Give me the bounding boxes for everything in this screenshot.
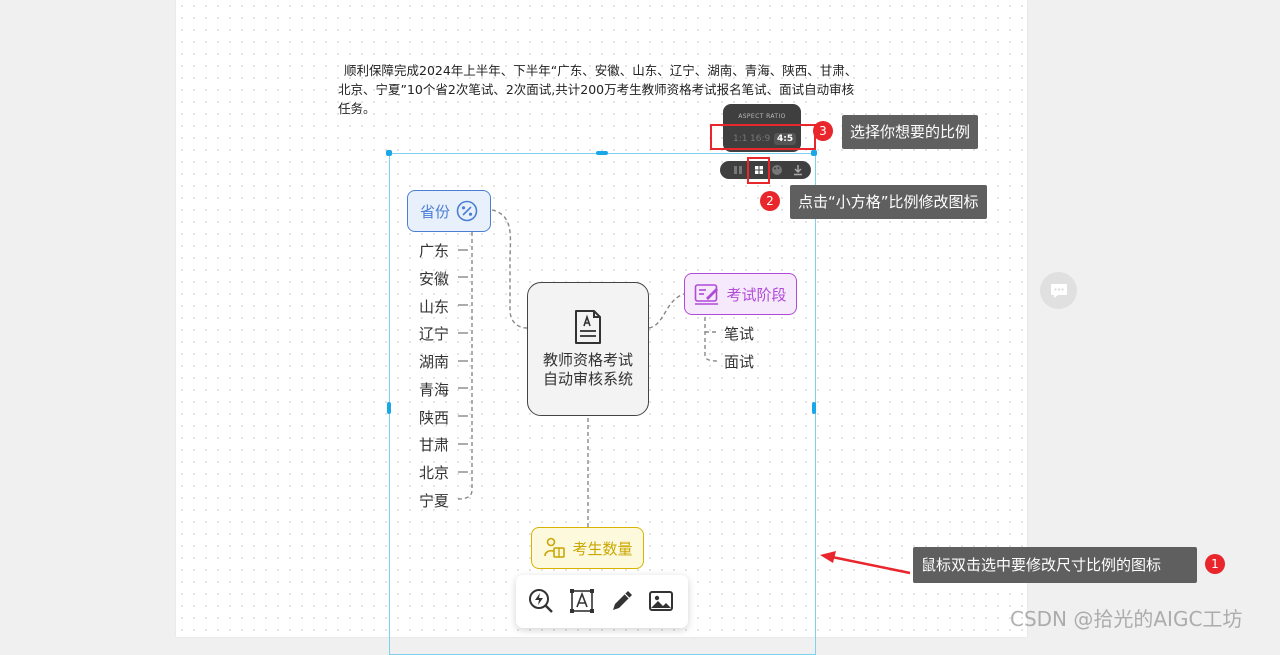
province-item[interactable]: 山东	[419, 298, 450, 316]
palette-icon[interactable]	[771, 164, 783, 176]
mindmap-connectors	[457, 209, 719, 527]
province-item[interactable]: 陕西	[419, 409, 450, 427]
province-item[interactable]: 青海	[419, 381, 450, 399]
watermark: CSDN @拾光的AIGC工坊	[1010, 607, 1243, 631]
provinces-node[interactable]: 省份	[407, 190, 491, 232]
image-icon[interactable]	[648, 588, 674, 614]
resize-handle-top[interactable]	[596, 151, 608, 155]
province-item[interactable]: 广东	[419, 242, 450, 260]
annotation-box-grid-icon	[747, 157, 770, 184]
step2-tooltip: 点击“小方格”比例修改图标	[790, 185, 987, 219]
resize-handle-top-left[interactable]	[386, 150, 392, 156]
province-item[interactable]: 湖南	[419, 353, 450, 371]
aspect-ratio-popover: ASPECT RATIO 1:1 16:9 4:5	[723, 104, 801, 152]
resize-handle-left[interactable]	[387, 402, 391, 414]
ratio-option-4-5[interactable]: 4:5	[774, 133, 797, 145]
people-books-icon	[544, 537, 566, 558]
diagram-icon-toolbar	[720, 161, 811, 179]
exam-stage-node-label: 考试阶段	[726, 285, 787, 304]
pen-icon[interactable]	[609, 588, 635, 614]
document-icon	[575, 310, 601, 344]
step2-badge: 2	[760, 191, 780, 211]
annotation-arrow	[820, 551, 911, 575]
ai-lightning-search-icon[interactable]	[528, 588, 554, 614]
ratio-option-1-1[interactable]: 1:1	[733, 134, 748, 144]
central-node-label: 教师资格考试自动审核系统	[542, 351, 633, 388]
candidates-node[interactable]: 考生数量	[531, 527, 644, 569]
exam-sheet-icon	[695, 284, 719, 305]
central-node[interactable]: 教师资格考试自动审核系统	[527, 282, 649, 416]
province-item[interactable]: 辽宁	[419, 325, 450, 343]
province-item[interactable]: 甘肃	[419, 436, 450, 454]
resize-handle-top-right[interactable]	[811, 150, 817, 156]
step3-badge: 3	[813, 121, 833, 141]
exam-stage-item-written[interactable]: 笔试	[724, 325, 755, 343]
provinces-node-label: 省份	[419, 202, 450, 221]
ratio-option-16-9[interactable]: 16:9	[750, 134, 771, 144]
province-item[interactable]: 宁夏	[419, 492, 450, 510]
step1-badge: 1	[1205, 554, 1225, 574]
aspect-ratio-grid-icon[interactable]	[753, 164, 765, 176]
province-item[interactable]: 安徽	[419, 270, 450, 288]
text-box-icon[interactable]	[569, 588, 595, 614]
layout-icon[interactable]	[732, 164, 744, 176]
comment-icon	[1050, 283, 1067, 298]
step1-tooltip: 鼠标双击选中要修改尺寸比例的图标	[913, 547, 1197, 583]
province-item[interactable]: 北京	[419, 464, 450, 482]
canvas-bottom-toolbar	[516, 575, 688, 628]
candidates-node-label: 考生数量	[572, 539, 633, 558]
step3-tooltip: 选择你想要的比例	[842, 115, 979, 149]
exam-stage-item-interview[interactable]: 面试	[724, 353, 755, 371]
resize-handle-right[interactable]	[812, 402, 816, 414]
document-paragraph: 顺利保障完成2024年上半年、下半年“广东、安徽、山东、辽宁、湖南、青海、陕西、…	[338, 63, 858, 116]
aspect-ratio-title: ASPECT RATIO	[738, 113, 786, 120]
exam-stage-node[interactable]: 考试阶段	[684, 273, 797, 315]
comment-button[interactable]	[1040, 272, 1077, 309]
percent-icon	[456, 200, 478, 222]
download-icon[interactable]	[792, 164, 804, 176]
